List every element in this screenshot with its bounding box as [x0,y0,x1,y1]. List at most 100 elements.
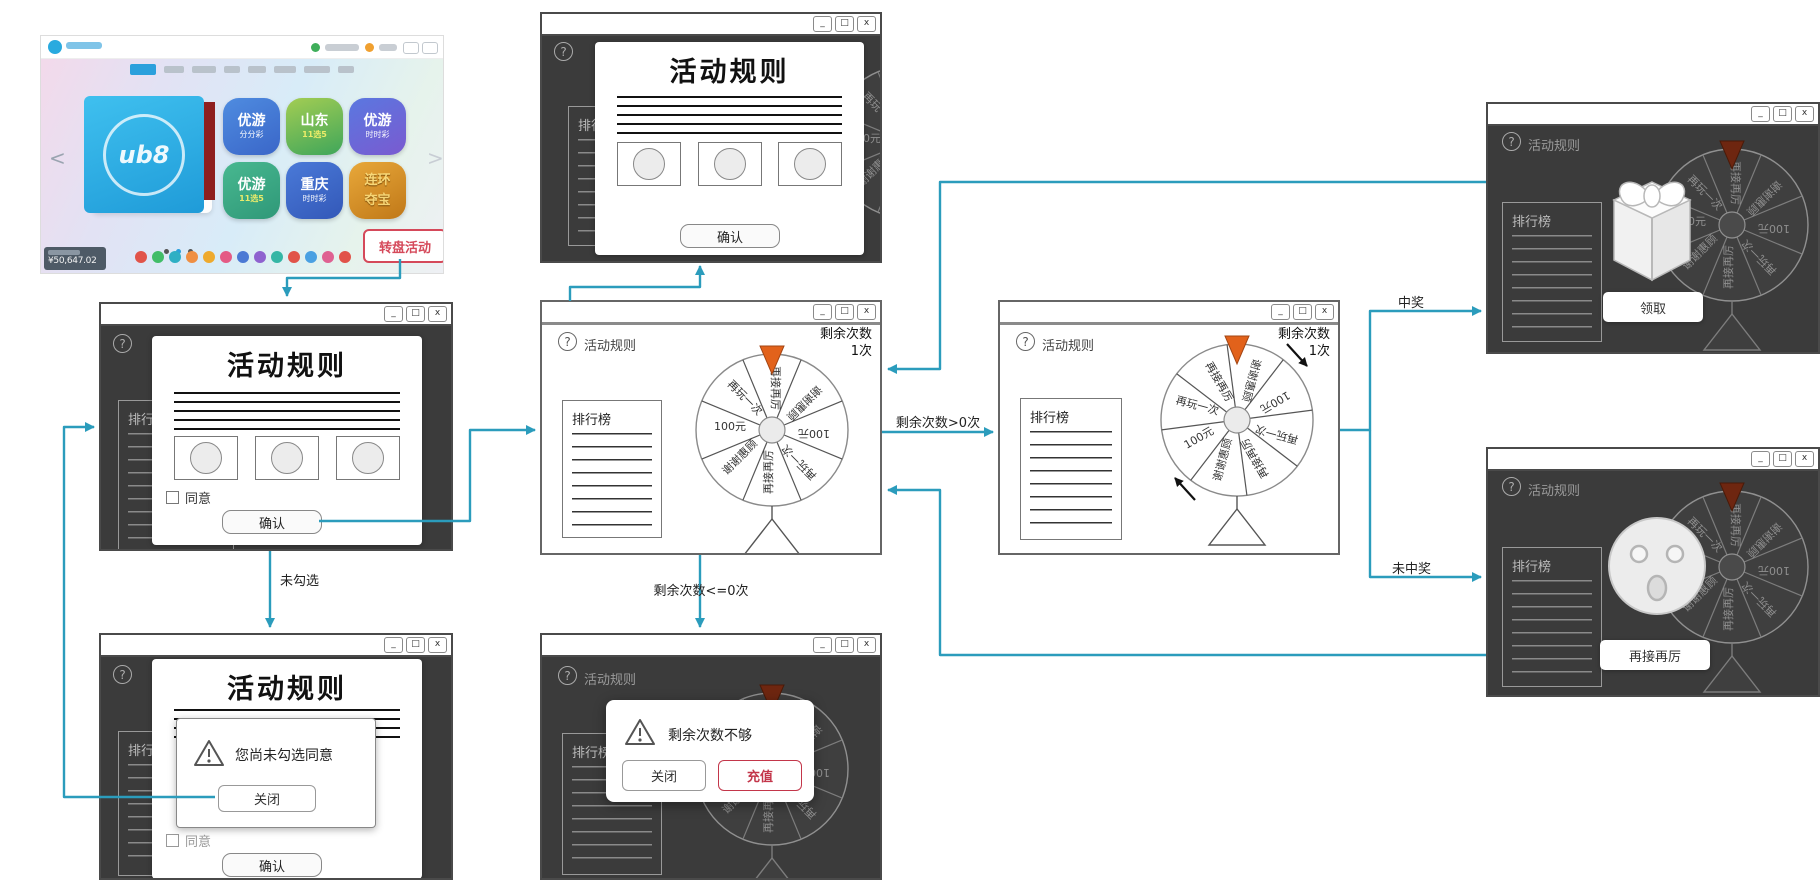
minimize-button[interactable]: _ [1751,106,1770,122]
maximize-button[interactable]: □ [835,304,854,320]
app-quick-icon[interactable] [135,251,147,263]
agree-checkbox[interactable] [166,491,179,504]
rules-link[interactable]: 活动规则 [584,673,637,688]
app-quick-icon[interactable] [220,251,232,263]
nav-tab[interactable] [338,65,354,73]
close-button[interactable]: x [857,304,876,320]
close-button[interactable]: x [428,637,447,653]
minimize-app-button[interactable] [403,42,419,54]
prize-box [697,142,762,186]
maximize-button[interactable]: □ [1773,106,1792,122]
minimize-button[interactable]: _ [813,637,832,653]
nav-tab[interactable] [304,65,330,73]
minimize-button[interactable]: _ [1271,304,1290,320]
game-tile[interactable]: 优游 分分彩 [223,98,280,155]
maximize-button[interactable]: □ [1293,304,1312,320]
help-icon[interactable]: ? [558,666,577,685]
minimize-button[interactable]: _ [1751,451,1770,467]
confirm-button[interactable]: 确认 [680,224,780,248]
maximize-button[interactable]: □ [835,637,854,653]
close-button[interactable]: x [1795,451,1814,467]
confirm-button[interactable]: 确认 [222,510,322,534]
try-again-button[interactable]: 再接再厉 [1600,640,1710,670]
app-quick-icon[interactable] [186,251,198,263]
rules-link[interactable]: 活动规则 [1042,339,1095,354]
help-icon[interactable]: ? [1016,332,1035,351]
recharge-button[interactable]: 充值 [718,760,802,791]
agree-checkbox[interactable] [166,834,179,847]
rules-title: 活动规则 [669,57,790,88]
maximize-button[interactable]: □ [1773,451,1792,467]
app-quick-icons[interactable] [135,251,351,263]
help-icon[interactable]: ? [558,332,577,351]
maximize-button[interactable]: □ [835,16,854,32]
nav-tab[interactable] [224,65,240,73]
app-quick-icon[interactable] [339,251,351,263]
close-button[interactable]: x [1315,304,1334,320]
close-button[interactable]: x [1795,106,1814,122]
app-quick-icon[interactable] [322,251,334,263]
rules-link[interactable]: 活动规则 [1528,139,1581,154]
rules-link[interactable]: 活动规则 [1528,484,1581,499]
app-quick-icon[interactable] [152,251,164,263]
agree-row: 同意 [166,488,211,507]
minimize-button[interactable]: _ [384,306,403,322]
minimize-button[interactable]: _ [813,16,832,32]
window-titlebar: _□x [101,635,451,657]
carousel-next-icon[interactable]: > [427,146,444,170]
carousel-prev-icon[interactable]: < [49,146,66,170]
claim-button[interactable]: 领取 [1603,292,1703,322]
rules-text-lines [174,392,400,430]
app-quick-icon[interactable] [203,251,215,263]
prize-circle-icon [352,442,384,474]
app-quick-icon[interactable] [288,251,300,263]
help-icon[interactable]: ? [1502,132,1521,151]
app-quick-icon[interactable] [237,251,249,263]
header-menu-item[interactable] [379,44,397,51]
app-quick-icon[interactable] [169,251,181,263]
insufficient-message: 剩余次数不够 [668,728,752,744]
app-quick-icon[interactable] [271,251,283,263]
nav-tab[interactable] [192,65,216,73]
remaining-label: 剩余次数 [819,327,872,342]
game-tile[interactable]: 优游 时时彩 [349,98,406,155]
user-icon[interactable] [311,43,320,52]
carousel-banner[interactable]: ub8 [84,96,204,213]
close-button[interactable]: 关闭 [622,760,706,791]
agree-label: 同意 [185,492,212,507]
wheel-activity-button[interactable]: 转盘活动 [363,229,443,263]
ub8-logo: ub8 [103,113,185,196]
game-tile[interactable]: 优游 11选5 [223,162,280,219]
close-button[interactable]: x [857,16,876,32]
nav-tab-active[interactable] [130,63,156,75]
nav-tab[interactable] [274,65,296,73]
help-icon[interactable]: ? [113,665,132,684]
game-tile[interactable]: 山东 11选5 [286,98,343,155]
confirm-button[interactable]: 确认 [222,853,322,877]
minimize-button[interactable]: _ [384,637,403,653]
game-tile[interactable]: 重庆 时时彩 [286,162,343,219]
close-button[interactable]: x [428,306,447,322]
prize-box [617,142,681,186]
edge-label-no-remaining: 剩余次数<=0次 [653,584,749,599]
close-app-button[interactable] [422,42,438,54]
minimize-button[interactable]: _ [813,304,832,320]
app-quick-icon[interactable] [254,251,266,263]
help-icon[interactable]: ? [1502,477,1521,496]
rules-link[interactable]: 活动规则 [584,339,637,354]
maximize-button[interactable]: □ [406,306,425,322]
help-icon[interactable]: ? [113,334,132,353]
nav-tab[interactable] [164,65,184,73]
window-titlebar: _□x [101,304,451,326]
maximize-button[interactable]: □ [406,637,425,653]
close-button[interactable]: x [857,637,876,653]
help-icon[interactable]: ? [554,42,573,61]
prize-box [336,436,400,480]
close-button[interactable]: 关闭 [218,785,316,812]
app-quick-icon[interactable] [305,251,317,263]
prize-box [255,436,319,480]
nav-tab[interactable] [248,65,266,73]
window-win: _□x ? 活动规则 排行榜 再接再厉谢谢惠顾100元再玩一次再接再厉谢谢惠顾1… [1486,102,1820,354]
game-tile[interactable]: 连环 夺宝 [349,162,406,219]
